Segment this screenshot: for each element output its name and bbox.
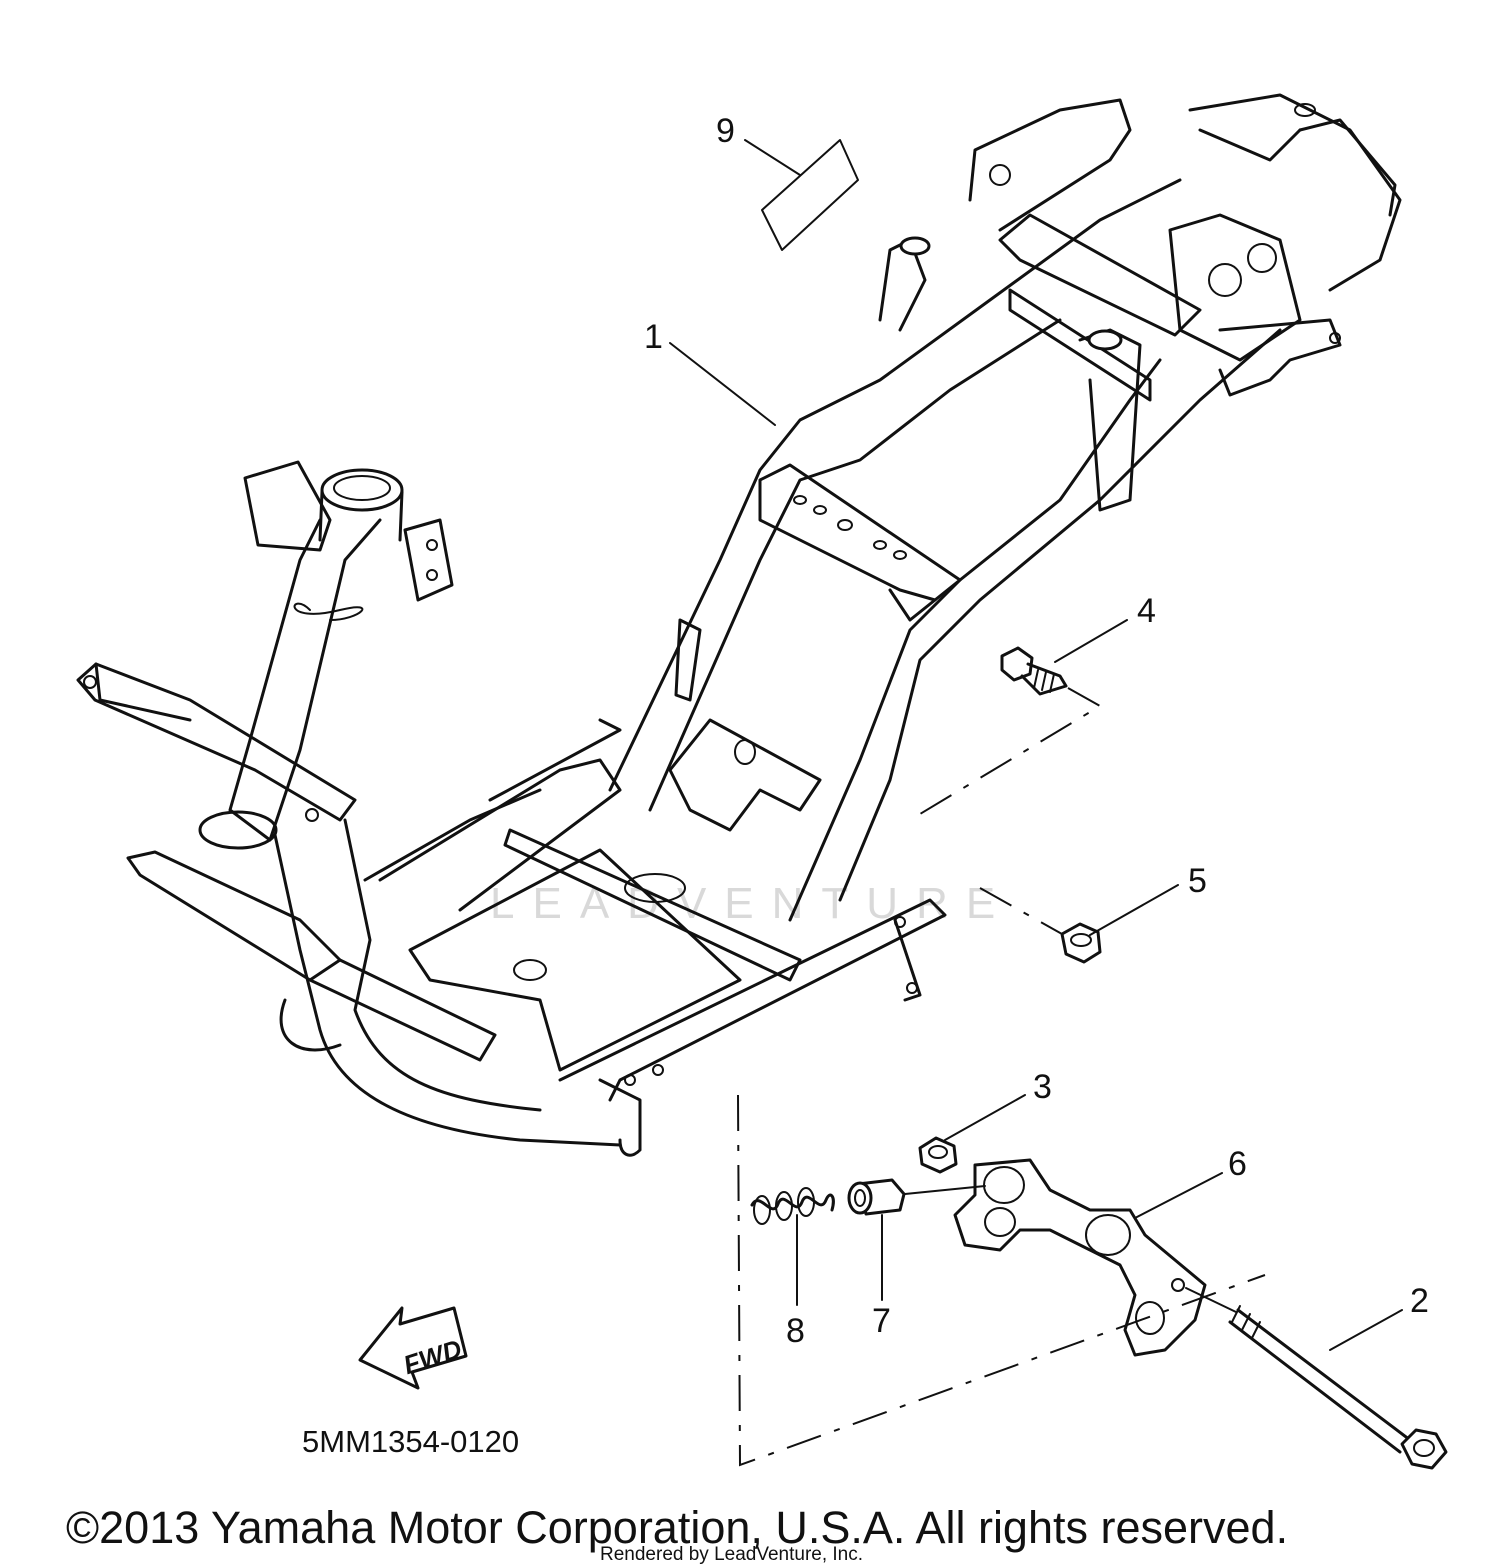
part-2-bolt[interactable] [1228, 1305, 1448, 1470]
callout-8: 8 [786, 1312, 805, 1350]
diagram-code: 5MM1354-0120 [302, 1424, 519, 1459]
callout-1: 1 [644, 318, 663, 356]
part-3-nut[interactable] [918, 1136, 958, 1174]
callout-2: 2 [1410, 1282, 1429, 1320]
part-8-spring[interactable] [750, 1187, 835, 1225]
part-9-label[interactable] [761, 139, 859, 251]
part-7-collar[interactable] [847, 1178, 906, 1216]
callout-9: 9 [716, 112, 735, 150]
rendered-by-text: Rendered by LeadVenture, Inc. [600, 1544, 863, 1565]
part-6-bracket[interactable] [953, 1158, 1207, 1357]
watermark-text: LEADVENTURE [490, 879, 1013, 928]
fwd-arrow-icon: FWD [358, 1306, 468, 1390]
callout-3: 3 [1033, 1068, 1052, 1106]
callout-7: 7 [872, 1302, 891, 1340]
callout-5: 5 [1188, 862, 1207, 900]
part-5-nut[interactable] [1060, 922, 1102, 964]
leader-lines [669, 139, 1403, 1351]
part-4-bolt[interactable] [1000, 646, 1068, 696]
assembly-lines [737, 687, 1266, 1467]
copyright-text: ©2013 Yamaha Motor Corporation, U.S.A. A… [66, 1502, 1288, 1553]
callout-6: 6 [1228, 1145, 1247, 1183]
part-1-frame[interactable] [76, 93, 1402, 1157]
callout-4: 4 [1137, 592, 1156, 630]
